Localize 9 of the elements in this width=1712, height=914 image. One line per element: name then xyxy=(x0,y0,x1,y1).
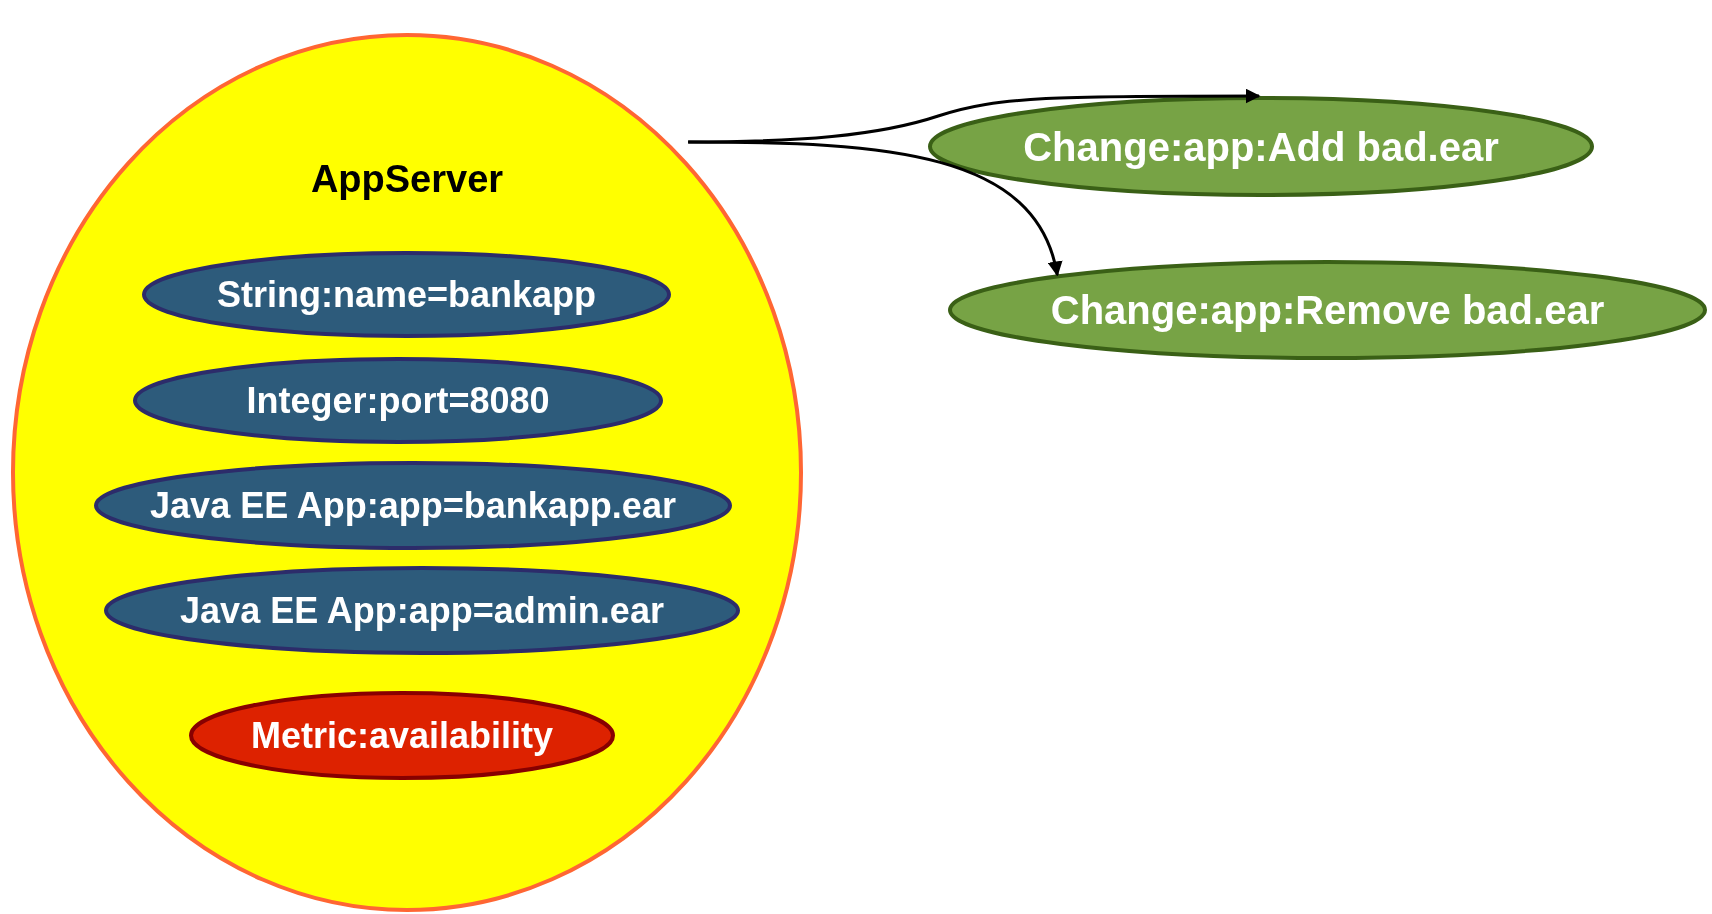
node-label: Integer:port=8080 xyxy=(246,382,550,419)
node-label: Java EE App:app=bankapp.ear xyxy=(150,487,676,524)
node-label: Change:app:Remove bad.ear xyxy=(1050,290,1605,330)
node-label: Java EE App:app=admin.ear xyxy=(180,592,664,629)
arrow xyxy=(688,140,1062,277)
node-label: Change:app:Add bad.ear xyxy=(1023,126,1499,167)
node-label: Metric:availability xyxy=(250,717,554,754)
node-label: String:name=bankapp xyxy=(216,276,597,313)
node-title: AppServer xyxy=(310,157,504,202)
